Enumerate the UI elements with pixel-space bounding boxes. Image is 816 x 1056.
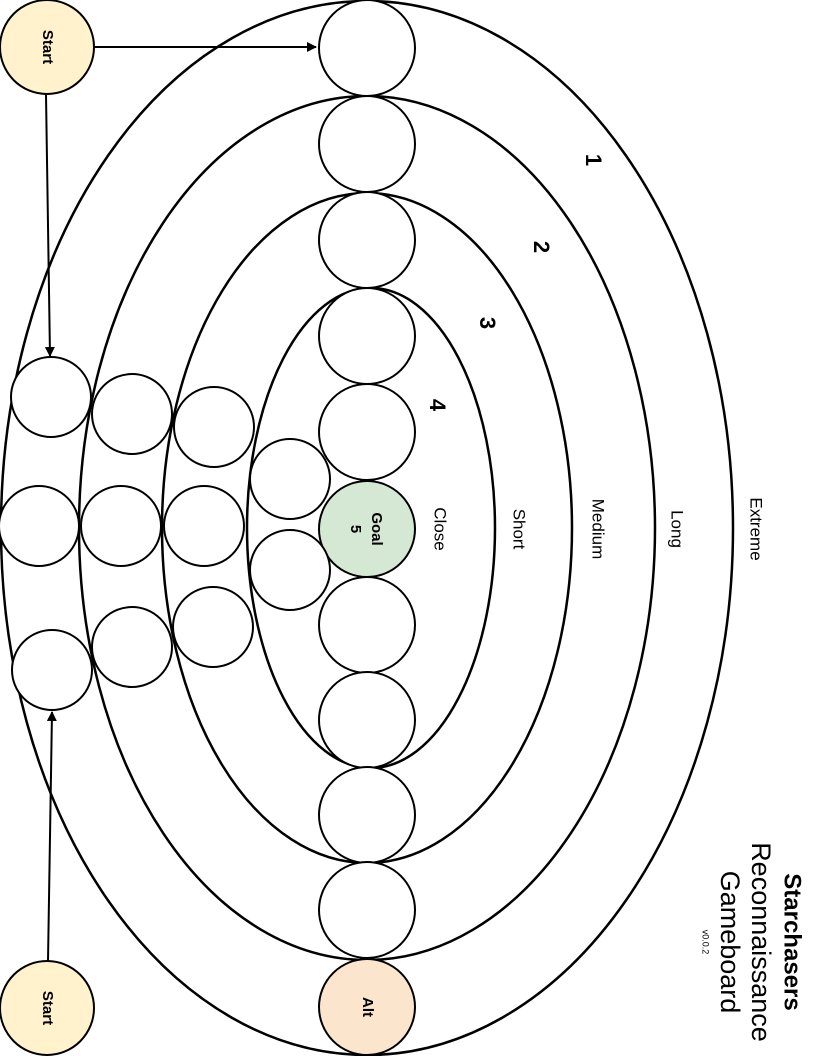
board-title: Starchasers xyxy=(779,873,806,1010)
zone-short-label: Short xyxy=(510,509,529,550)
track-space[interactable] xyxy=(318,576,416,674)
goal-value: 5 xyxy=(347,525,364,533)
branch-space[interactable] xyxy=(91,373,173,455)
branch-space[interactable] xyxy=(10,356,92,438)
zone-close-label: Close xyxy=(431,507,450,550)
start-bottom-label: Start xyxy=(39,991,56,1025)
track-space[interactable] xyxy=(318,191,416,289)
goal-label: Goal xyxy=(368,512,385,545)
branch-space[interactable] xyxy=(91,606,173,688)
track-space[interactable] xyxy=(318,0,416,97)
alt-space[interactable] xyxy=(318,958,416,1056)
branch-space[interactable] xyxy=(173,386,255,468)
branch-space[interactable] xyxy=(172,586,254,668)
goal-space[interactable] xyxy=(318,480,416,578)
board-version: v0.0.2 xyxy=(701,930,711,955)
ring-number-2: 2 xyxy=(529,241,554,253)
track-space[interactable] xyxy=(318,383,416,481)
branch-space[interactable] xyxy=(163,485,245,567)
arrow-start-top-down xyxy=(44,94,55,357)
branch-space[interactable] xyxy=(0,485,80,567)
start-bottom-space[interactable] xyxy=(0,960,95,1056)
track-space[interactable] xyxy=(318,861,416,959)
alt-label: Alt xyxy=(359,997,376,1017)
start-top-space[interactable] xyxy=(0,0,95,95)
board-subtitle-2: Gameboard xyxy=(715,871,745,1014)
zone-long-label: Long xyxy=(668,510,687,548)
track-space[interactable] xyxy=(318,95,416,193)
branch-space[interactable] xyxy=(11,629,93,711)
zone-medium-label: Medium xyxy=(589,499,608,559)
track-space[interactable] xyxy=(318,671,416,769)
ring-number-3: 3 xyxy=(475,317,500,329)
ring-number-1: 1 xyxy=(581,154,606,166)
track-space[interactable] xyxy=(318,766,416,864)
track-space[interactable] xyxy=(318,287,416,385)
board-subtitle-1: Reconnaissance xyxy=(746,842,776,1042)
branch-space[interactable] xyxy=(249,438,331,520)
branch-space[interactable] xyxy=(80,485,162,567)
ring-number-4: 4 xyxy=(425,399,450,412)
arrow-start-bottom-up xyxy=(46,711,57,962)
branch-space[interactable] xyxy=(249,529,331,611)
start-top-label: Start xyxy=(39,30,56,64)
zone-extreme-label: Extreme xyxy=(747,497,766,560)
